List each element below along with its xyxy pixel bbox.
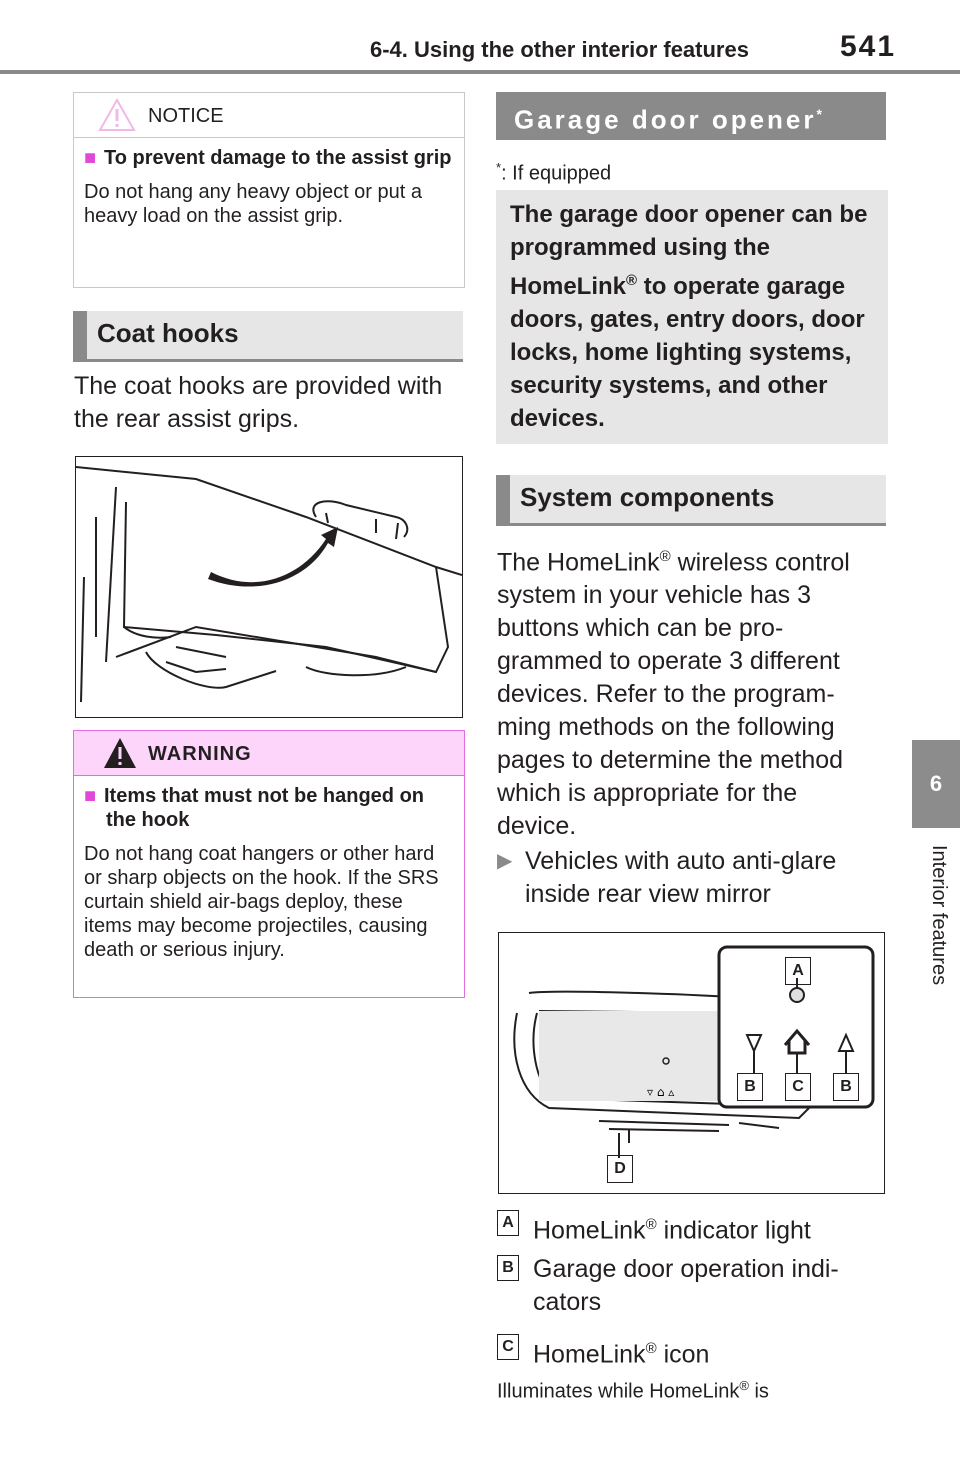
legend-key-a: A [497,1210,519,1236]
mirror-drawing: ▿ ⌂ ▵ [513,945,875,1158]
system-components-title: System components [496,475,886,526]
coat-hooks-title: Coat hooks [73,311,463,362]
callout-b-left: B [737,1073,763,1101]
bullet-item: ▶ Vehicles with auto anti-glare inside r… [497,847,837,908]
warning-header: WARNING [74,731,464,776]
coat-hook-drawing [75,466,463,703]
legend-key-b: B [497,1255,519,1281]
notice-subheading: ■To prevent damage to the assist grip [84,147,452,169]
warning-body: Do not hang coat hangers or other hard o… [84,843,439,961]
notice-box: NOTICE ■To prevent damage to the assist … [73,92,465,288]
warning-subheading: ■Items that must not be hanged on the ho… [84,785,425,831]
callout-c: C [785,1073,811,1101]
warning-triangle-icon [98,98,136,131]
notice-body: Do not hang any heavy object or put a he… [84,181,423,227]
system-components-text: The HomeLink® wireless control system in… [497,548,850,841]
chapter-tab-label: Interior features [928,845,950,986]
header-rule [0,70,960,74]
notice-label: NOTICE [148,105,224,127]
legend-key-c: C [497,1334,519,1360]
mirror-illustration: ▿ ⌂ ▵ A B C B D [498,932,885,1194]
chapter-tab-number: 6 [912,740,960,828]
svg-text:▿ ⌂ ▵: ▿ ⌂ ▵ [647,1085,674,1099]
warning-label: WARNING [148,743,252,765]
callout-a: A [785,957,811,985]
trailing-text: Illuminates while HomeLink® is [497,1378,769,1403]
section-header: 6-4. Using the other interior features [370,37,749,62]
warning-box: WARNING ■Items that must not be hanged o… [73,730,465,998]
coat-hook-illustration [75,456,463,718]
garage-lead-box: The garage door opener can be programmed… [496,190,888,444]
callout-d: D [607,1155,633,1183]
coat-hooks-text: The coat hooks are provided with the rea… [74,372,443,433]
garage-door-opener-title: Garage door opener* [496,92,886,140]
footnote: *: If equipped [496,160,612,185]
callout-b-right: B [833,1073,859,1101]
page-number: 541 [840,30,897,63]
notice-header: NOTICE [74,93,464,138]
garage-lead-text: The garage door opener can be programmed… [510,201,868,432]
warning-triangle-icon [104,738,136,768]
bullet-arrow-icon: ▶ [497,850,513,872]
